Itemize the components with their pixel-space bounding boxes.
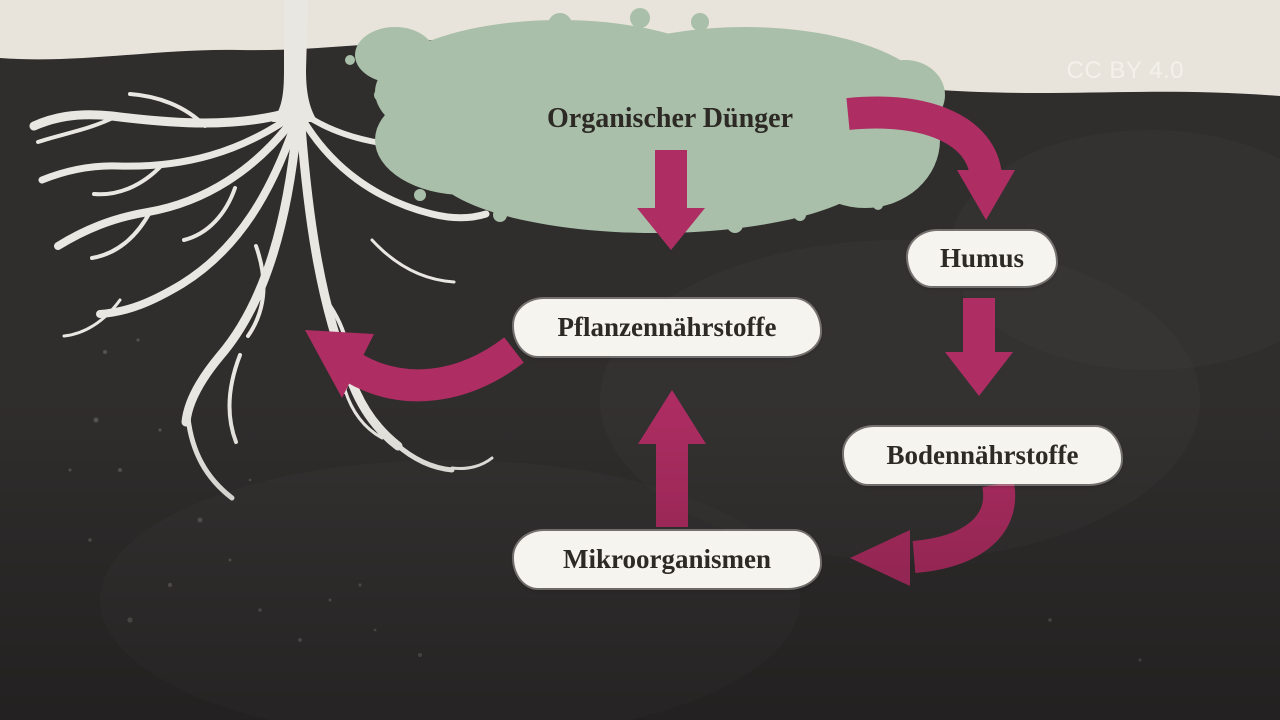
node-label-mikroorganismen: Mikroorganismen <box>514 531 820 588</box>
node-label-humus: Humus <box>908 231 1056 286</box>
node-label-organischer-duenger: Organischer Dünger <box>546 103 794 134</box>
license-badge: CC BY 4.0 <box>1066 57 1184 84</box>
node-label-pflanzennaehrstoffe: Pflanzennährstoffe <box>514 299 820 356</box>
node-label-bodennaehrstoffe: Bodennährstoffe <box>844 427 1121 484</box>
